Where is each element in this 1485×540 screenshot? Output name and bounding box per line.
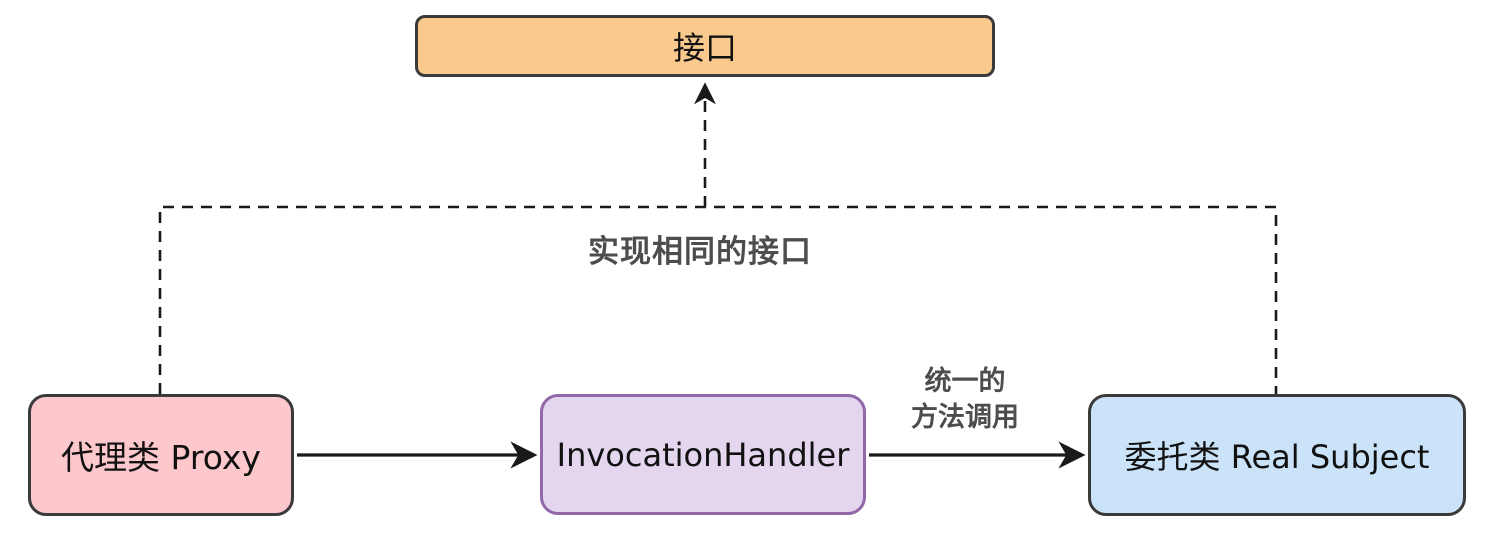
unified-call-label-line2: 方法调用 bbox=[911, 402, 1019, 434]
invocation-handler-box: InvocationHandler bbox=[540, 394, 866, 515]
unified-call-label: 统一的 方法调用 bbox=[875, 364, 1055, 437]
proxy-class-label: 代理类 Proxy bbox=[61, 438, 261, 477]
implements-interface-label: 实现相同的接口 bbox=[588, 234, 812, 270]
invocation-handler-label: InvocationHandler bbox=[556, 435, 850, 474]
interface-box: 接口 bbox=[415, 15, 995, 77]
real-subject-label: 委托类 Real Subject bbox=[1124, 438, 1430, 476]
real-subject-box: 委托类 Real Subject bbox=[1088, 394, 1466, 516]
dashed-implements-connector bbox=[158, 205, 1278, 394]
interface-label: 接口 bbox=[672, 29, 737, 67]
unified-call-label-line1: 统一的 bbox=[924, 366, 1006, 397]
proxy-class-box: 代理类 Proxy bbox=[28, 394, 294, 516]
